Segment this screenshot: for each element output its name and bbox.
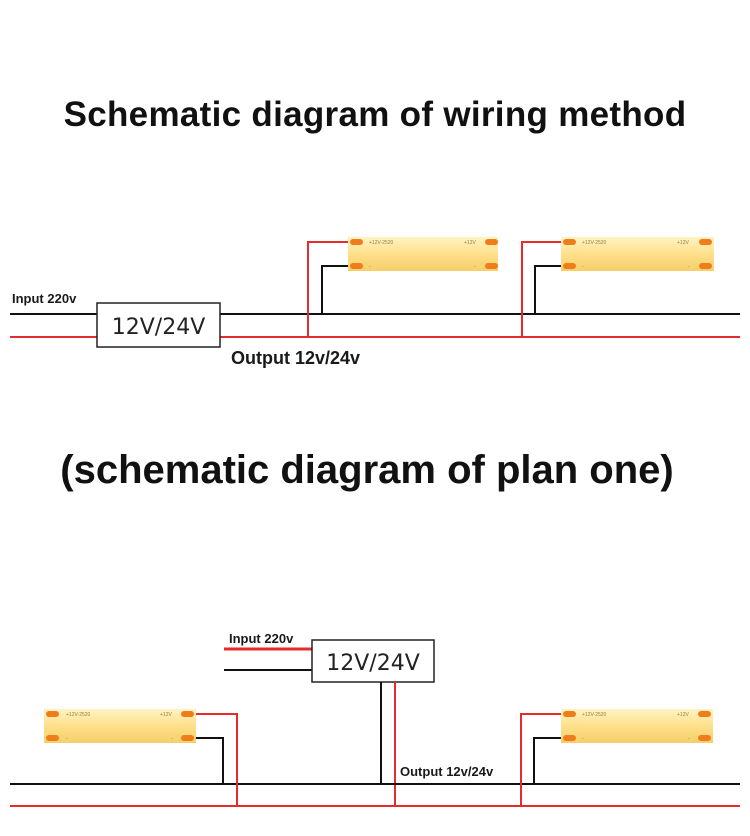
solder-pad xyxy=(46,711,59,717)
solder-pad xyxy=(485,263,498,269)
d1-power-supply-label: 12V/24V xyxy=(112,315,206,340)
solder-pad xyxy=(46,735,59,741)
d2-led-strip-left: +12V-2520 +12V - - xyxy=(44,709,196,743)
strip-model-label: +12V-2520 xyxy=(369,240,394,246)
led-strip-body xyxy=(348,237,498,271)
d1-led-strip-1: +12V-2520 +12V - - xyxy=(348,237,498,271)
d2-right-strip-negative-wire xyxy=(533,737,565,784)
led-strip-body xyxy=(44,709,196,743)
d1-output-label: Output 12v/24v xyxy=(231,348,360,368)
solder-pad xyxy=(485,239,498,245)
solder-pad xyxy=(350,239,363,245)
solder-pad xyxy=(698,735,711,741)
solder-pad xyxy=(563,239,576,245)
strip-minus-label: - xyxy=(171,736,173,742)
title-plan-one: (schematic diagram of plan one) xyxy=(60,448,674,492)
strip-plus-label: +12V xyxy=(677,712,689,718)
solder-pad xyxy=(699,239,712,245)
led-strip-body xyxy=(561,709,713,743)
strip-plus-label: +12V xyxy=(464,240,476,246)
solder-pad xyxy=(699,263,712,269)
d2-power-supply-box xyxy=(311,639,435,683)
d1-led-strip-2: +12V-2520 +12V - - xyxy=(561,237,714,271)
title-wiring-method: Schematic diagram of wiring method xyxy=(63,95,687,134)
d2-right-strip-positive-wire xyxy=(520,713,565,806)
strip-minus-label: - xyxy=(369,264,371,270)
d1-strip1-positive-wire xyxy=(307,241,352,337)
d1-input-label: Input 220v xyxy=(12,291,77,306)
d2-power-supply-label: 12V/24V xyxy=(326,651,420,676)
strip-minus-label: - xyxy=(474,264,476,270)
diagram-2: Input 220v 12V/24V Output 12v/24v +12V-2… xyxy=(10,631,740,807)
d2-led-strip-right: +12V-2520 +12V - - xyxy=(561,709,713,743)
diagram-1: 12V/24V Input 220v Output 12v/24v +12V-2… xyxy=(10,237,740,368)
solder-pad xyxy=(350,263,363,269)
strip-minus-label: - xyxy=(688,736,690,742)
solder-pad xyxy=(181,711,194,717)
solder-pad xyxy=(698,711,711,717)
d2-left-strip-negative-wire xyxy=(193,737,224,784)
solder-pad xyxy=(563,711,576,717)
strip-model-label: +12V-2520 xyxy=(66,712,91,718)
solder-pad xyxy=(181,735,194,741)
solder-pad xyxy=(563,735,576,741)
solder-pad xyxy=(563,263,576,269)
strip-model-label: +12V-2520 xyxy=(582,712,607,718)
strip-minus-label: - xyxy=(582,264,584,270)
d2-output-label: Output 12v/24v xyxy=(400,764,494,779)
strip-minus-label: - xyxy=(66,736,68,742)
strip-minus-label: - xyxy=(582,736,584,742)
strip-plus-label: +12V xyxy=(160,712,172,718)
d1-power-supply-box xyxy=(96,302,221,348)
d1-strip2-positive-wire xyxy=(521,241,565,337)
led-strip-body xyxy=(561,237,714,271)
strip-plus-label: +12V xyxy=(677,240,689,246)
d1-strip2-negative-wire xyxy=(534,265,565,314)
d2-left-strip-positive-wire xyxy=(193,713,238,806)
strip-minus-label: - xyxy=(688,264,690,270)
d2-input-label: Input 220v xyxy=(229,631,294,646)
strip-model-label: +12V-2520 xyxy=(582,240,607,246)
d1-strip1-negative-wire xyxy=(321,265,352,314)
